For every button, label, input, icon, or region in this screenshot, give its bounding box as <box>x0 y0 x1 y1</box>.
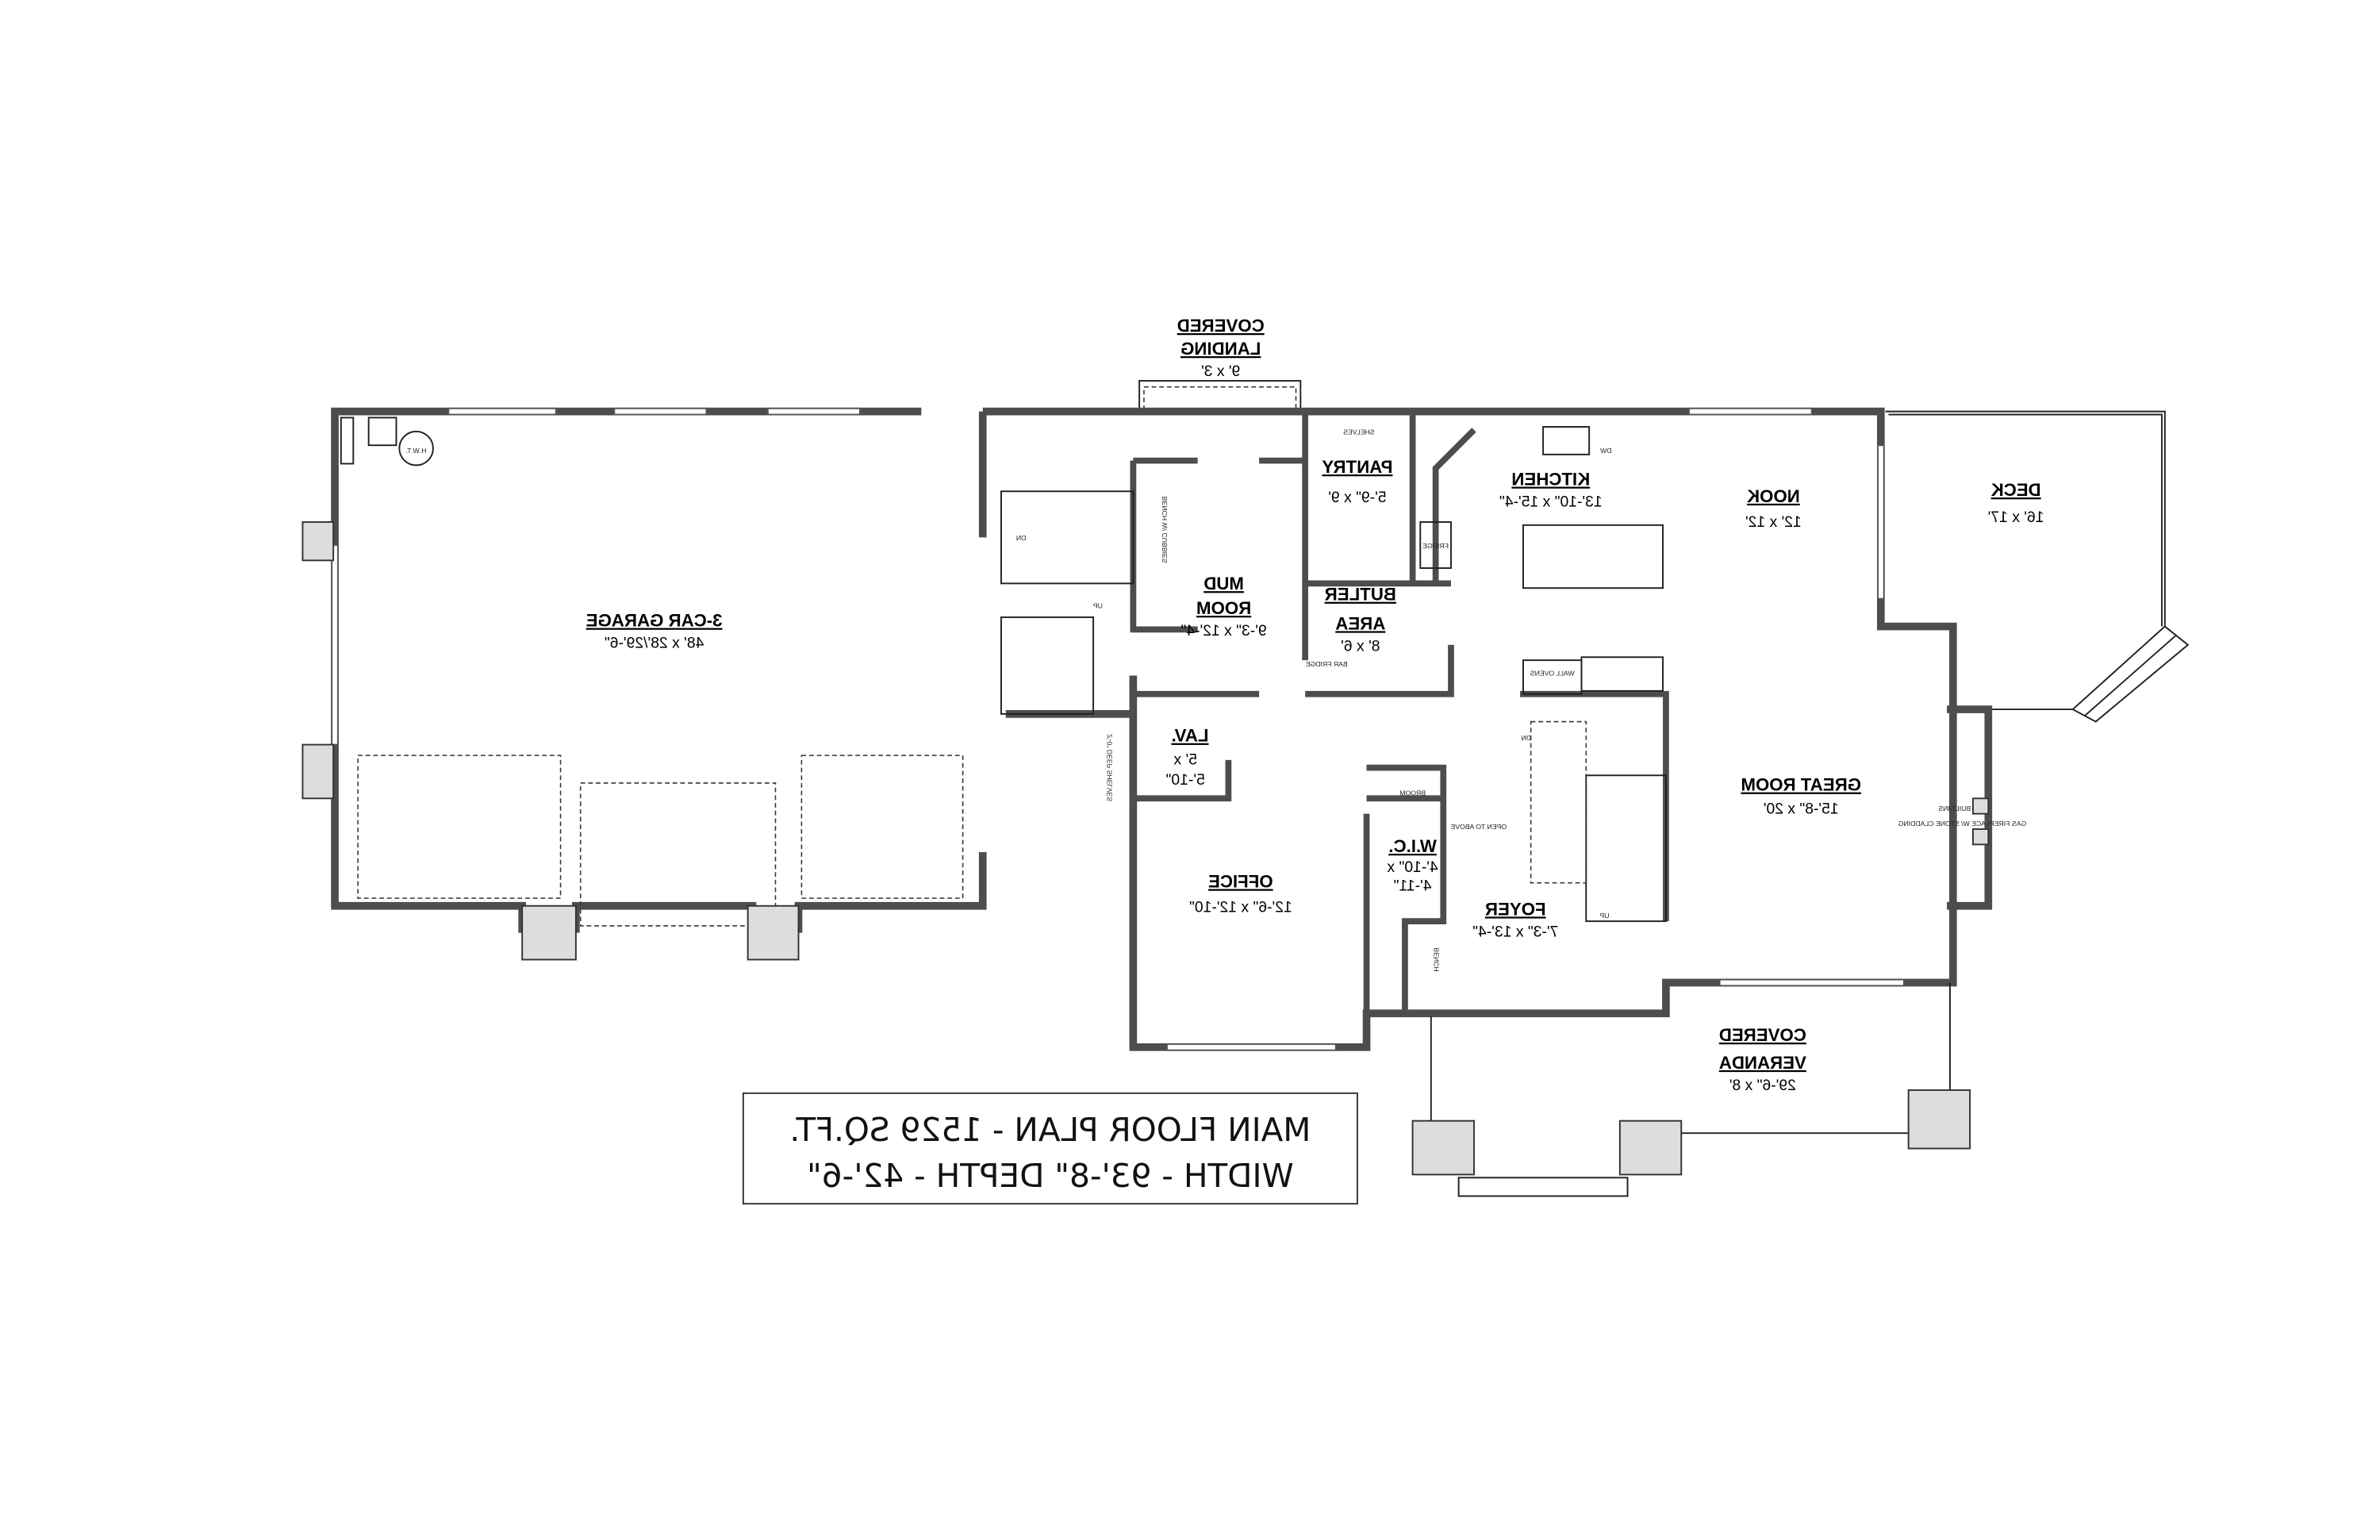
pantry-size: 5'-9" x 9' <box>1328 489 1386 506</box>
covered-veranda <box>1411 797 1990 1197</box>
up-note: UP <box>1599 912 1609 920</box>
butler-size: 8' x 6' <box>1341 638 1380 655</box>
great-room-label: GREAT ROOM <box>1741 775 1861 795</box>
foyer-label: FOYER <box>1485 899 1546 919</box>
plan-info-box: MAIN FLOOR PLAN - 1529 SQ.FT. WIDTH - 93… <box>742 1092 1358 1205</box>
up-note-2: UP <box>1093 601 1103 609</box>
lav-size-2: 5'-10" <box>1165 771 1204 789</box>
bench-note: BENCH <box>1433 947 1441 971</box>
built-ins-note: BUILT-INS <box>1938 805 1971 812</box>
deck-size: 16' x 17' <box>1988 509 2044 526</box>
office-size: 12'-6" x 12'-10" <box>1189 899 1292 916</box>
landing-label: COVERED <box>1177 316 1265 336</box>
fireplace-note: GAS FIREPLACE W/ STONE CLADDING <box>1898 820 2026 828</box>
covered-landing <box>1138 379 1302 413</box>
room-labels: COVERED LANDING 9' x 3' 3-CAR GARAGE 48'… <box>406 316 2044 1094</box>
lav-size: 5' x <box>1173 751 1197 769</box>
wall-ovens-note: WALL OVENS <box>1530 669 1575 677</box>
kitchen-fixtures <box>1419 426 1664 692</box>
butler-label: BUTLER <box>1325 585 1396 605</box>
mud-size: 9'-3" x 12'-4" <box>1180 622 1266 639</box>
shelves-note: SHELVES <box>1343 428 1375 436</box>
nook-size: 12' x 12' <box>1745 513 1802 531</box>
bench-cubbies-note: BENCH W/ CUBBIES <box>1161 497 1169 563</box>
fridge-note: FRIDGE <box>1422 542 1449 550</box>
wic-label: W.I.C. <box>1388 836 1437 856</box>
kitchen-label: KITCHEN <box>1511 470 1590 490</box>
garage-features <box>301 417 964 961</box>
nook-label: NOOK <box>1747 486 1800 506</box>
plan-dimensions: WIDTH - 93'-8" DEPTH - 42'-6" <box>807 1157 1294 1195</box>
mud-label: MUD <box>1203 574 1244 593</box>
garage-label: 3-CAR GARAGE <box>586 611 723 631</box>
dn-note: DN <box>1522 734 1532 742</box>
veranda-label: COVERED <box>1719 1025 1806 1045</box>
kitchen-size: 13'-10" x 15'-4" <box>1499 493 1603 511</box>
deep-shelves-note: 2'-0" DEEP SHELVES <box>1105 734 1113 801</box>
veranda-size: 29'-6" x 8' <box>1729 1077 1796 1094</box>
pantry-label: PANTRY <box>1322 457 1392 477</box>
mud-label-2: ROOM <box>1196 598 1251 618</box>
hwt-note: H.W.T. <box>406 447 427 455</box>
garage-size: 48' x 28'/29'-6" <box>605 635 704 652</box>
stairs <box>1000 490 1667 923</box>
windows <box>331 407 1905 1051</box>
landing-label-2: LANDING <box>1180 339 1261 359</box>
dn-note-2: DN <box>1016 534 1027 542</box>
foyer-size: 7'-3" x 13'-4" <box>1472 923 1558 940</box>
open-above-note: OPEN TO ABOVE <box>1450 823 1507 831</box>
bar-fridge-note: BAR FRIDGE <box>1305 660 1347 668</box>
veranda-label-2: VERANDA <box>1719 1053 1806 1073</box>
wic-size-2: 4'-11" <box>1394 877 1432 894</box>
office-label: OFFICE <box>1208 872 1273 892</box>
plan-title: MAIN FLOOR PLAN - 1529 SQ.FT. <box>789 1111 1311 1149</box>
dw-note: DW <box>1599 447 1611 455</box>
deck-label: DECK <box>1991 480 2041 500</box>
lav-label: LAV. <box>1172 726 1209 746</box>
great-room-size: 15'-8" x 20' <box>1764 801 1839 818</box>
broom-note: BROOM <box>1399 789 1426 797</box>
deck <box>1885 410 2190 723</box>
butler-label-2: AREA <box>1335 613 1385 633</box>
wic-size: 4'-10" x <box>1387 858 1438 876</box>
landing-size: 9' x 3' <box>1201 363 1240 380</box>
